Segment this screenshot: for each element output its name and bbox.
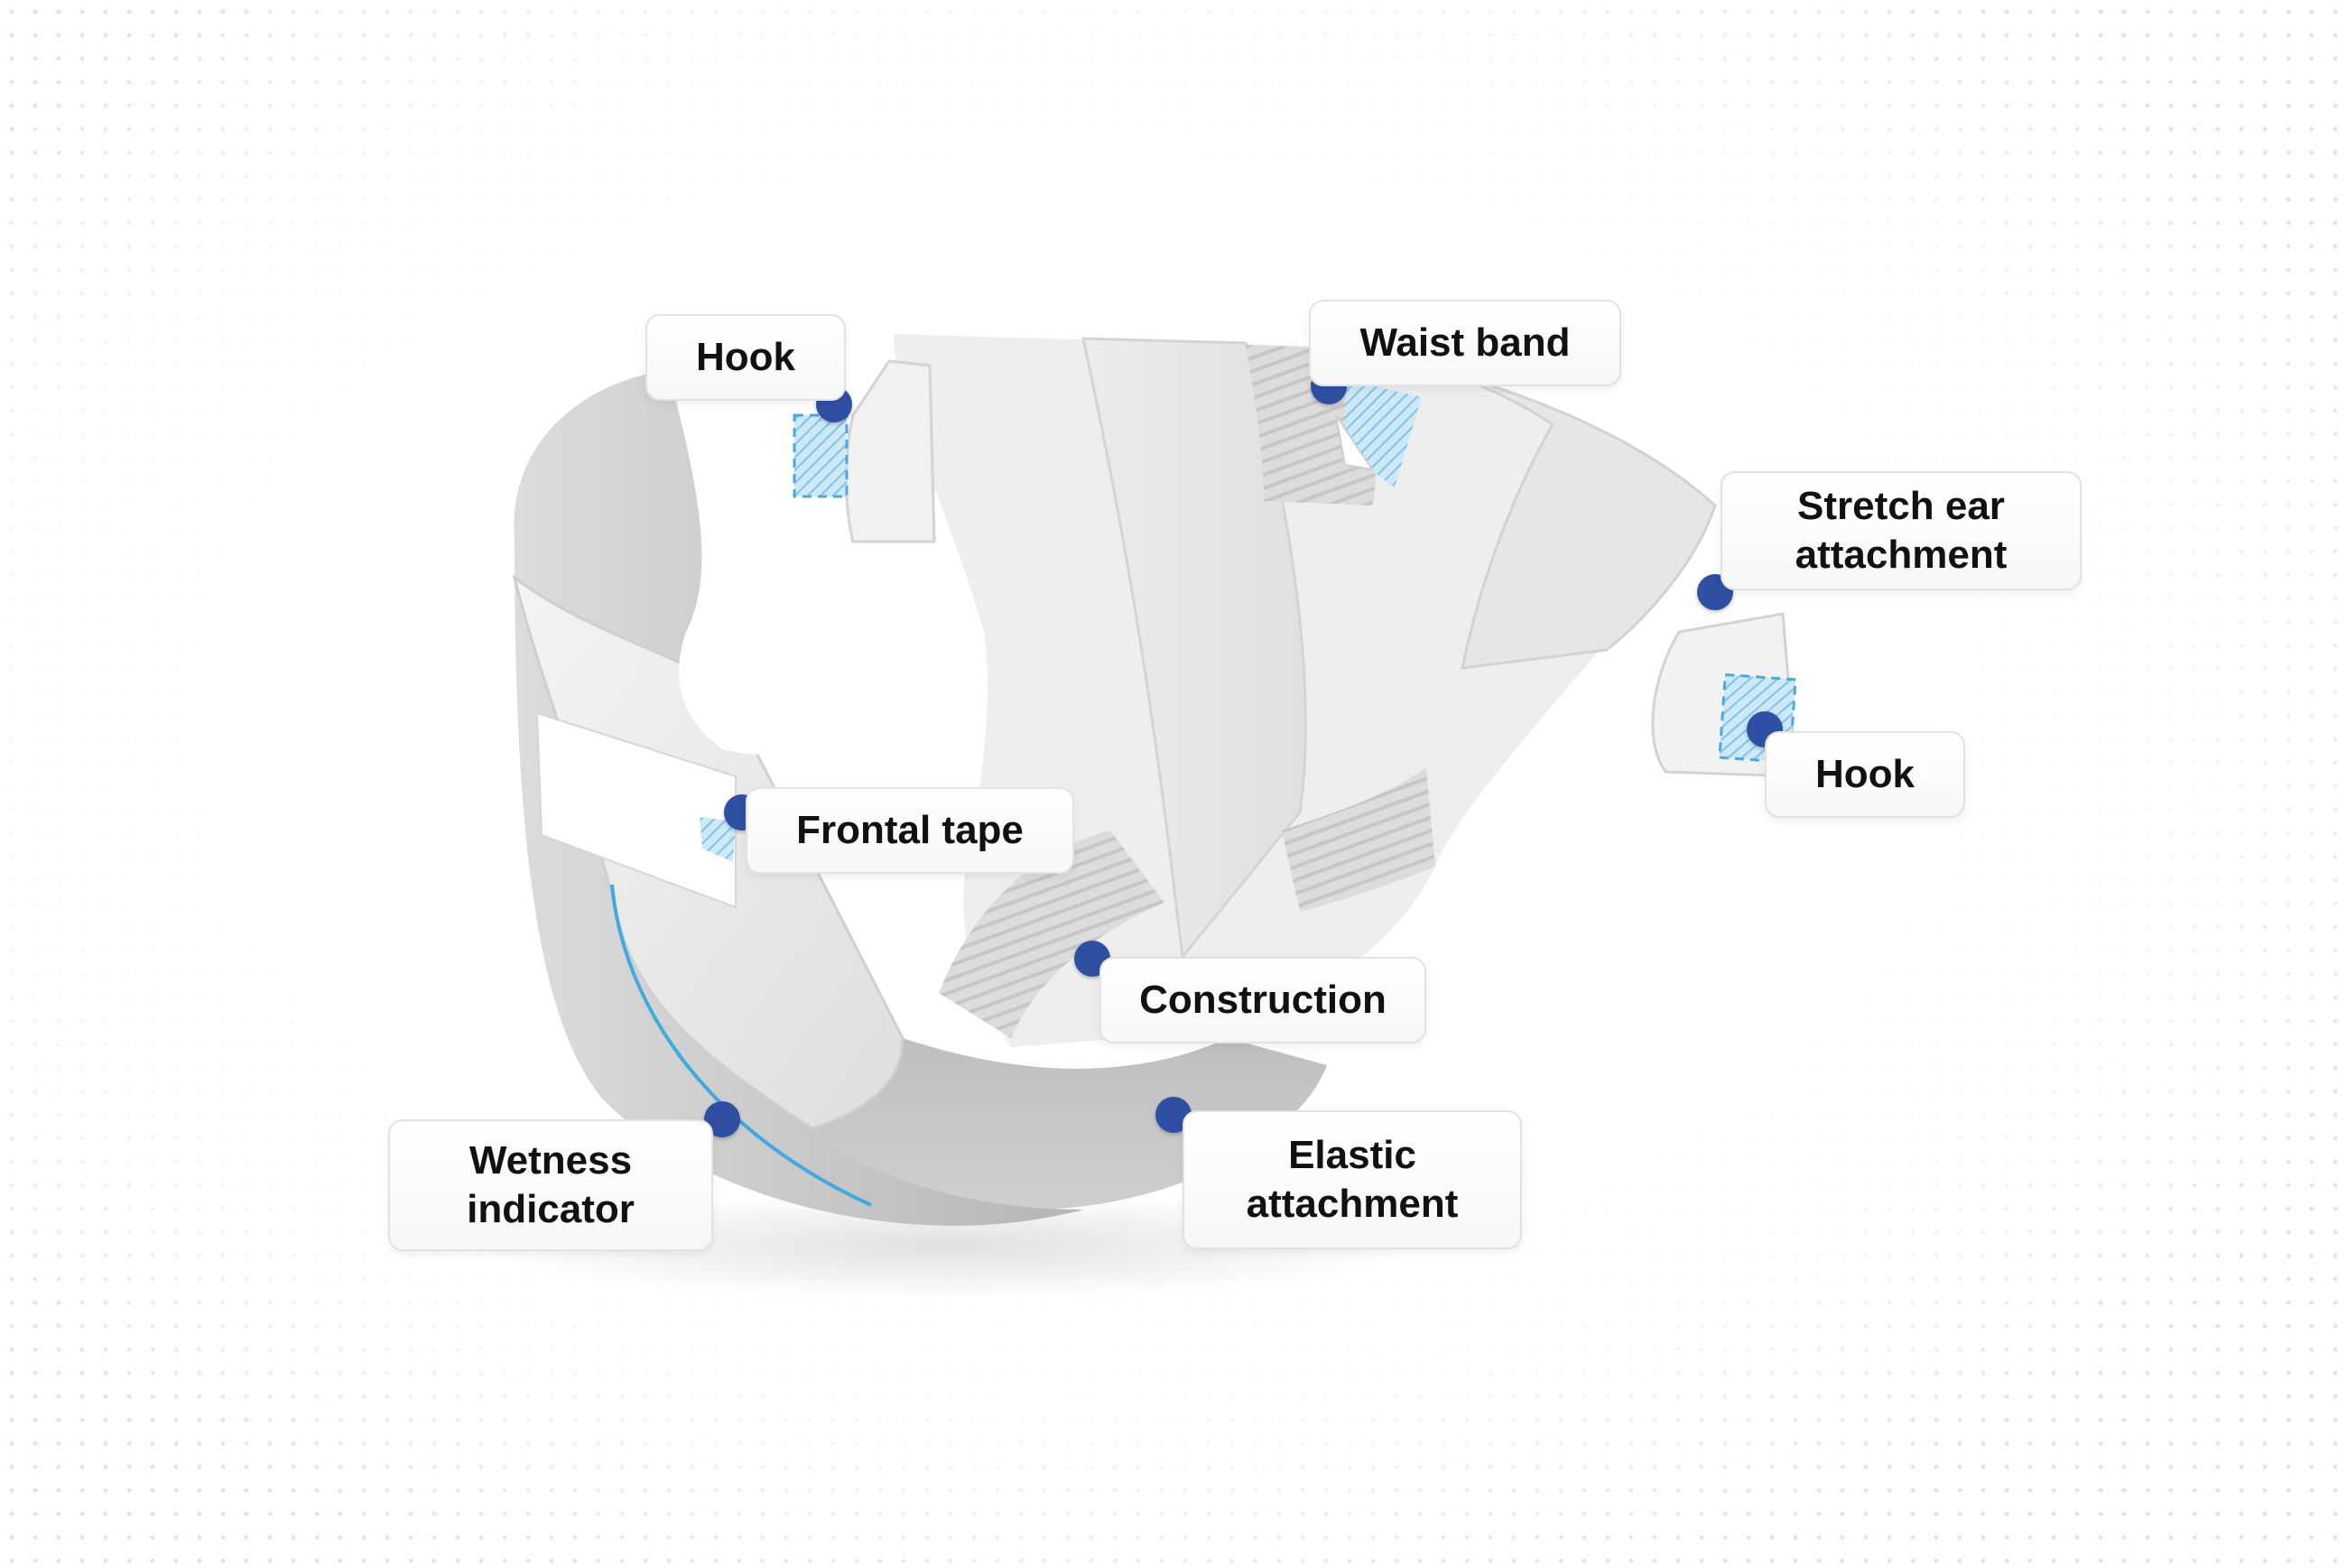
frontal-tape-fold [700,817,736,862]
wetness-indicator-label: Wetness indicator [388,1119,713,1251]
leg-opening [668,361,991,756]
frontal-tape-strip [535,711,737,909]
frontal-tape-label: Frontal tape [746,787,1074,874]
stretch-ear-label: Stretch ear attachment [1721,471,2082,590]
hook-left-label: Hook [645,314,846,401]
right-gathers [1282,767,1435,912]
left-hook-patch [793,413,849,498]
construction-label: Construction [1099,957,1426,1044]
left-gathers [939,830,1164,1038]
elastic-attachment-label: Elastic attachment [1183,1110,1522,1249]
wetness-indicator-line [610,884,872,1207]
hook-right-label: Hook [1765,731,1965,818]
waistband-fold [1335,414,1375,471]
outer-wrap [514,370,1083,1226]
right-panel [1353,346,1717,670]
waist-band-label: Waist band [1309,300,1621,386]
